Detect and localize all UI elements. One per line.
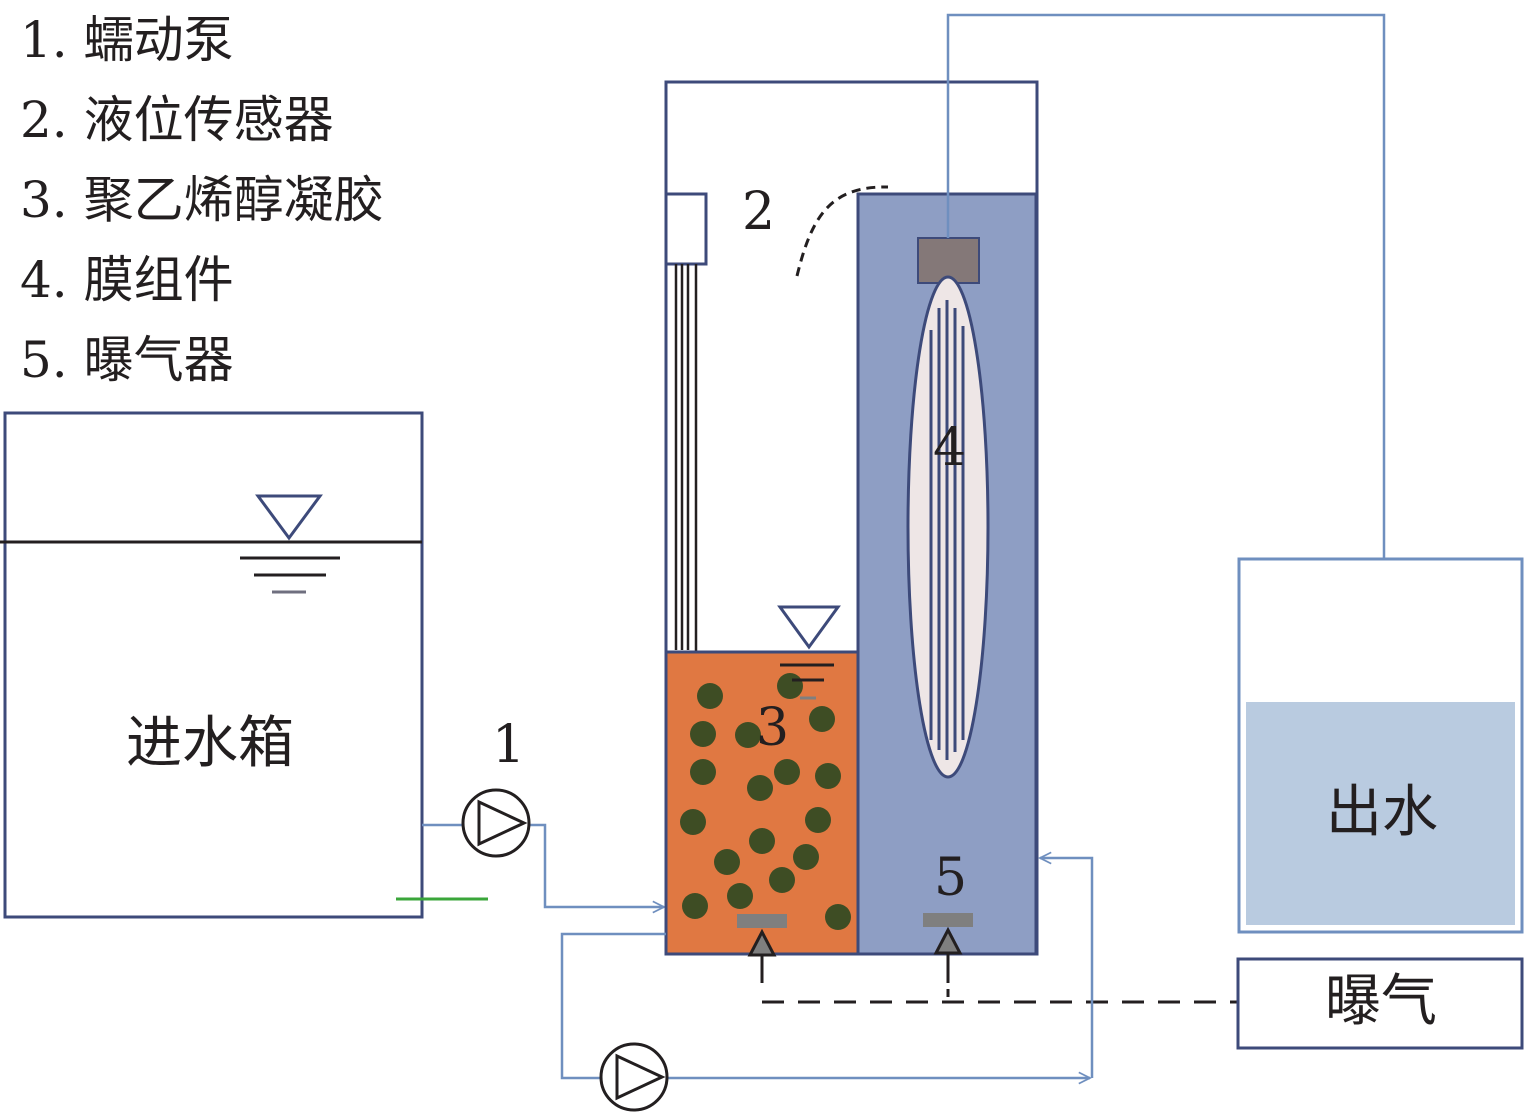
legend-item: 5. 曝气器 bbox=[20, 331, 234, 389]
water-level-triangle-icon bbox=[240, 494, 340, 594]
aerator-bar-right bbox=[923, 913, 973, 927]
peristaltic-pump-icon bbox=[599, 1042, 669, 1112]
gel-number-label: 3 bbox=[756, 698, 790, 758]
legend: 1. 蠕动泵 2. 液位传感器 3. 聚乙烯醇凝胶 4. 膜组件 5. 曝气器 bbox=[20, 0, 384, 400]
effluent-pipe bbox=[946, 13, 1384, 696]
level-sensor bbox=[664, 192, 708, 664]
peristaltic-pump-icon bbox=[461, 788, 531, 858]
aerator-number-label: 5 bbox=[934, 848, 968, 908]
legend-item: 1. 蠕动泵 bbox=[20, 11, 234, 69]
inlet-tank bbox=[0, 411, 488, 919]
legend-item: 3. 聚乙烯醇凝胶 bbox=[20, 171, 384, 229]
aeration-label: 曝气 bbox=[1325, 969, 1437, 1034]
aeration-box bbox=[1236, 957, 1524, 1050]
outlet-tank bbox=[1237, 557, 1524, 934]
sensor-number-label: 2 bbox=[742, 182, 776, 242]
aeration-arrows bbox=[747, 926, 963, 983]
aerator-bar-left bbox=[737, 914, 787, 928]
membrane-header-block bbox=[917, 237, 980, 284]
membrane-number-label: 4 bbox=[933, 418, 967, 478]
legend-item: 2. 液位传感器 bbox=[20, 91, 334, 149]
legend-item: 4. 膜组件 bbox=[20, 251, 234, 309]
recirculation-pipe bbox=[560, 858, 1094, 1078]
pump-number-label: 1 bbox=[492, 715, 526, 775]
feed-pipe bbox=[422, 823, 664, 907]
membrane-fibers bbox=[929, 300, 965, 760]
gel-zone bbox=[664, 605, 860, 956]
outlet-label: 出水 bbox=[1326, 780, 1438, 845]
membrane-zone bbox=[856, 192, 1038, 956]
water-level-triangle-icon bbox=[777, 605, 841, 700]
inlet-tank-label: 进水箱 bbox=[126, 711, 294, 776]
sensor-leader-line bbox=[795, 185, 889, 277]
